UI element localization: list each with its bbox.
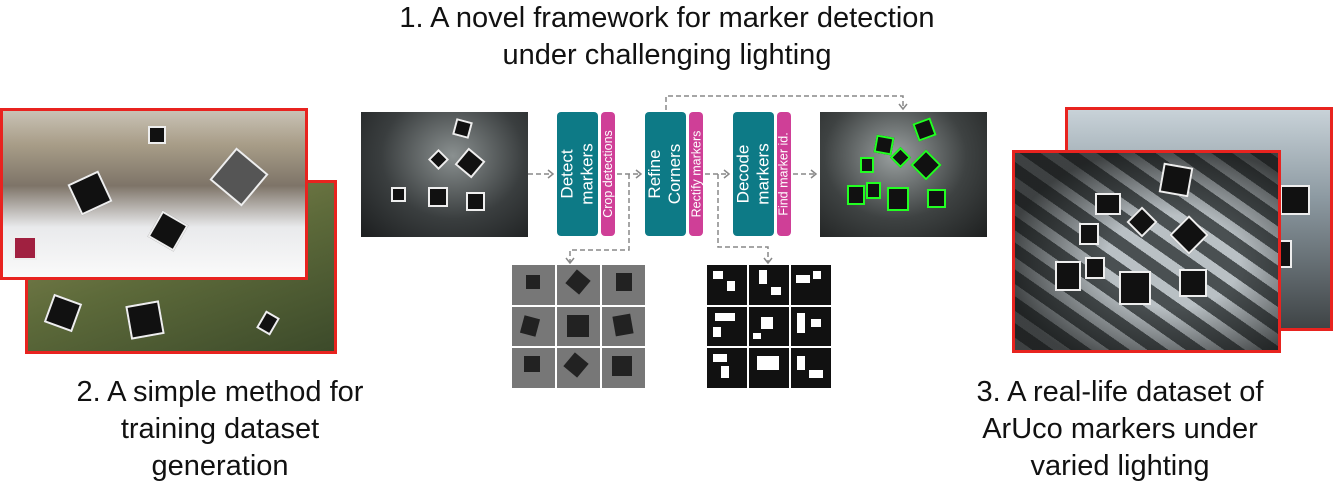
- title-line-2: under challenging lighting: [502, 39, 832, 71]
- caption-right-line-3: varied lighting: [1030, 450, 1210, 482]
- find-marker-id-block: Find marker id.: [777, 112, 791, 236]
- arrow-to-crops: [569, 174, 630, 262]
- rectified-markers-grid: [707, 265, 831, 388]
- caption-training-dataset: 2. A simple method for training dataset …: [0, 374, 440, 485]
- cropped-detections-grid: [512, 265, 645, 388]
- title-line-1: 1. A novel framework for marker detectio…: [399, 2, 935, 34]
- real-image-front: [1012, 150, 1281, 353]
- title-framework: 1. A novel framework for marker detectio…: [333, 0, 1001, 74]
- arrow-refine-to-output: [665, 95, 904, 110]
- caption-real-dataset: 3. A real-life dataset of ArUco markers …: [900, 374, 1333, 485]
- arrow-to-rectified: [717, 174, 769, 262]
- caption-left-line-3: generation: [151, 450, 289, 482]
- caption-right-line-1: 3. A real-life dataset of: [976, 376, 1264, 408]
- rectify-markers-block: Rectify markers: [689, 112, 703, 236]
- caption-left-line-1: 2. A simple method for: [76, 376, 364, 408]
- crop-detections-block: Crop detections: [601, 112, 615, 236]
- input-image: [361, 112, 528, 237]
- synthetic-image-front: [0, 108, 308, 280]
- caption-right-line-2: ArUco markers under: [982, 413, 1258, 445]
- caption-left-line-2: training dataset: [120, 413, 320, 445]
- output-image-detections: [820, 112, 987, 237]
